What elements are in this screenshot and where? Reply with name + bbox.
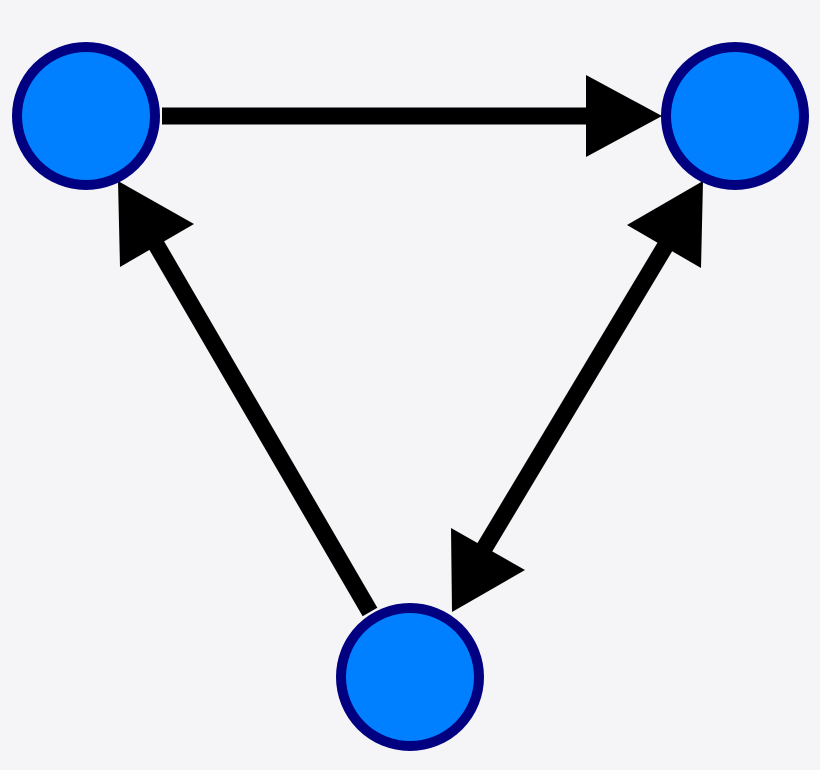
node-top-left — [12, 42, 160, 190]
arrowhead-icon — [586, 75, 662, 157]
arrowhead-icon — [118, 181, 194, 267]
edge-line — [474, 225, 683, 557]
edge-line — [142, 229, 378, 617]
arrowhead-icon — [627, 181, 703, 268]
edge-top-left-to-top-right — [162, 75, 662, 157]
arrowhead-icon — [451, 528, 525, 612]
node-bottom — [336, 603, 484, 751]
edge-bottom-to-top-left — [118, 181, 378, 617]
edge-bottom-to-top-right-bidirectional — [451, 181, 703, 612]
node-top-right — [661, 42, 809, 190]
